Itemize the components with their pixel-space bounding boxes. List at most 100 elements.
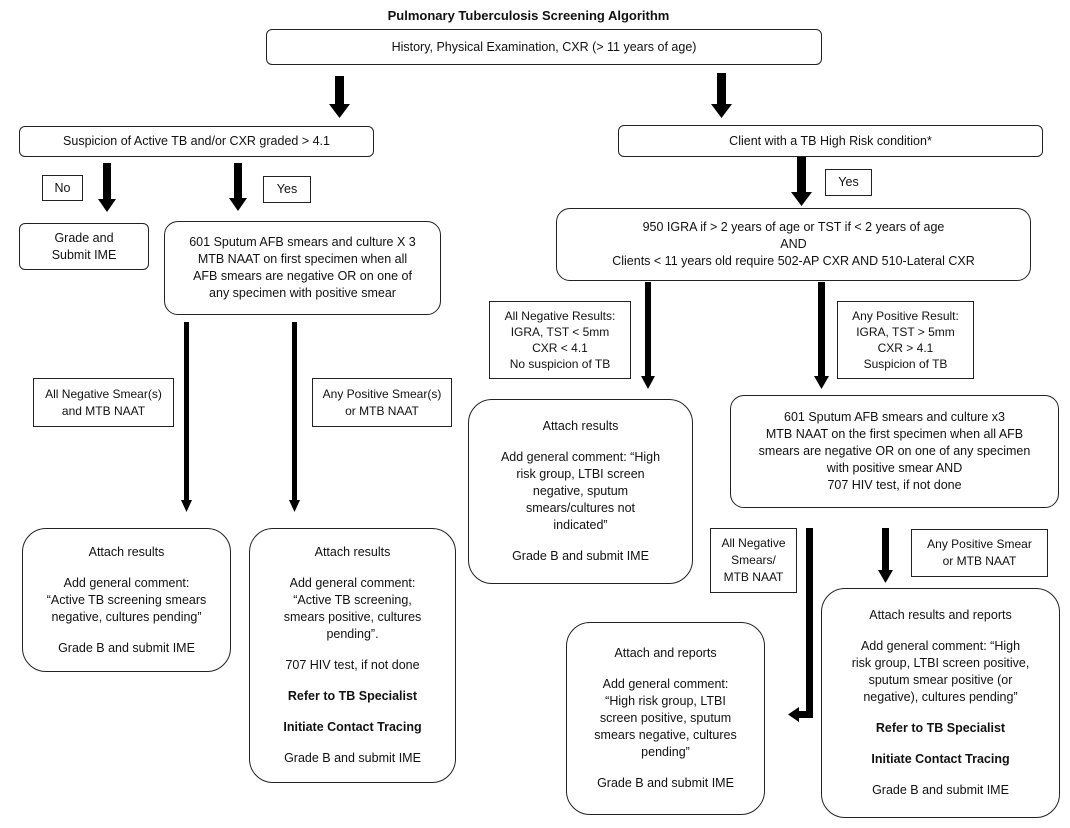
- arrow-no: [98, 163, 116, 212]
- left-neg-comment-3: negative, cultures pending”: [51, 609, 202, 624]
- igra-neg-grade: Grade B and submit IME: [512, 549, 649, 563]
- right-pos-smear-contact: Initiate Contact Tracing: [871, 752, 1010, 766]
- right-pos-smear-refer: Refer to TB Specialist: [875, 721, 1006, 735]
- right-pos-smear-comment-1: Add general comment: “High: [860, 639, 1021, 653]
- right-pos-smear-attach: Attach results and reports: [869, 608, 1012, 622]
- left-pos-result-box: Attach results Add general comment: “Act…: [249, 528, 456, 783]
- sputum-right-line-1: 601 Sputum AFB smears and culture x3: [784, 410, 1005, 424]
- right-neg-smear-label-3: MTB NAAT: [723, 570, 784, 584]
- right-neg-smear-comment-5: pending”: [641, 745, 690, 759]
- grade-line-2: Submit IME: [51, 247, 117, 262]
- left-pos-refer: Refer to TB Specialist: [287, 689, 418, 703]
- left-pos-label-1: Any Positive Smear(s): [322, 386, 442, 401]
- arrow-yes-left: [229, 163, 247, 211]
- arrow-yes-right: [791, 157, 812, 206]
- right-neg-smear-label-1: All Negative: [721, 536, 786, 550]
- igra-neg-label-4: No suspicion of TB: [509, 357, 611, 371]
- arrow-igra-pos: [814, 282, 829, 389]
- arrow-sputum-neg: [788, 528, 813, 722]
- right-neg-smear-label: All Negative Smears/ MTB NAAT: [710, 528, 797, 593]
- arrow-sputum-pos: [878, 528, 893, 583]
- igra-line-3: Clients < 11 years old require 502-AP CX…: [612, 254, 975, 268]
- right-pos-smear-label-2: or MTB NAAT: [942, 554, 1017, 568]
- left-neg-label: All Negative Smear(s) and MTB NAAT: [33, 378, 174, 427]
- igra-pos-label-4: Suspicion of TB: [863, 357, 948, 371]
- left-pos-label-2: or MTB NAAT: [345, 403, 419, 418]
- left-pos-label: Any Positive Smear(s) or MTB NAAT: [312, 378, 452, 427]
- page-title: Pulmonary Tuberculosis Screening Algorit…: [387, 8, 670, 23]
- right-neg-smear-label-2: Smears/: [731, 553, 776, 567]
- right-neg-smear-comment-4: smears negative, cultures: [594, 728, 737, 742]
- igra-neg-comment-2: risk group, LTBI screen: [516, 467, 645, 481]
- igra-neg-comment-3: negative, sputum: [532, 484, 629, 498]
- arrow-left-pos: [289, 322, 300, 512]
- left-pos-comment-4: pending”.: [326, 627, 379, 641]
- sputum-right-box: 601 Sputum AFB smears and culture x3 MTB…: [730, 395, 1059, 508]
- igra-line-1: 950 IGRA if > 2 years of age or TST if <…: [642, 220, 945, 234]
- igra-neg-comment-1: Add general comment: “High: [500, 450, 661, 464]
- right-neg-smear-comment-2: “High risk group, LTBI: [605, 694, 726, 708]
- yes-label-left-text: Yes: [276, 182, 298, 196]
- left-neg-label-2: and MTB NAAT: [61, 403, 146, 418]
- right-neg-smear-grade: Grade B and submit IME: [597, 776, 734, 790]
- left-pos-contact: Initiate Contact Tracing: [283, 720, 422, 734]
- right-pos-smear-label-1: Any Positive Smear: [927, 537, 1032, 551]
- left-neg-comment-1: Add general comment:: [63, 575, 190, 590]
- igra-pos-label-1: Any Positive Result:: [852, 309, 959, 323]
- right-pos-smear-comment-2: risk group, LTBI screen positive,: [851, 656, 1030, 670]
- left-neg-label-1: All Negative Smear(s): [45, 386, 162, 401]
- igra-box: 950 IGRA if > 2 years of age or TST if <…: [556, 208, 1031, 281]
- left-pos-comment-2: “Active TB screening,: [293, 593, 412, 607]
- igra-neg-label-1: All Negative Results:: [504, 309, 616, 323]
- left-neg-result-box: Attach results Add general comment: “Act…: [22, 528, 231, 672]
- igra-neg-comment-4: smears/cultures not: [525, 501, 636, 515]
- highrisk-text: Client with a TB High Risk condition*: [729, 133, 932, 148]
- sputum-left-line-3: AFB smears are negative OR on one of: [193, 269, 412, 283]
- right-pos-smear-comment-4: negative), cultures pending”: [863, 690, 1018, 704]
- sputum-right-line-5: 707 HIV test, if not done: [827, 478, 962, 492]
- igra-pos-label-3: CXR > 4.1: [877, 341, 934, 355]
- yes-label-left: Yes: [263, 176, 311, 203]
- right-pos-smear-result-box: Attach results and reports Add general c…: [821, 588, 1060, 818]
- sputum-left-box: 601 Sputum AFB smears and culture X 3 MT…: [164, 221, 441, 315]
- left-pos-attach: Attach results: [314, 545, 391, 559]
- left-pos-hiv: 707 HIV test, if not done: [285, 658, 420, 672]
- no-label: No: [42, 175, 83, 201]
- history-exam-text: History, Physical Examination, CXR (> 11…: [391, 39, 697, 54]
- no-label-text: No: [54, 180, 71, 195]
- sputum-right-line-2: MTB NAAT on the first specimen when all …: [765, 427, 1024, 441]
- left-pos-comment-1: Add general comment:: [289, 576, 416, 590]
- igra-line-2: AND: [780, 237, 807, 251]
- right-pos-smear-label: Any Positive Smear or MTB NAAT: [911, 529, 1048, 577]
- right-pos-smear-comment-3: sputum smear positive (or: [868, 673, 1013, 687]
- right-neg-smear-comment-3: screen positive, sputum: [599, 711, 732, 725]
- left-neg-attach: Attach results: [88, 544, 165, 559]
- sputum-right-line-4: with positive smear AND: [826, 461, 963, 475]
- right-neg-smear-result-box: Attach and reports Add general comment: …: [566, 622, 765, 815]
- igra-pos-label: Any Positive Result: IGRA, TST > 5mm CXR…: [837, 301, 974, 379]
- right-pos-smear-grade: Grade B and submit IME: [872, 783, 1009, 797]
- suspicion-text: Suspicion of Active TB and/or CXR graded…: [63, 134, 330, 148]
- arrow-left-neg: [181, 322, 192, 512]
- history-exam-box: History, Physical Examination, CXR (> 11…: [266, 29, 822, 65]
- igra-neg-label: All Negative Results: IGRA, TST < 5mm CX…: [489, 301, 631, 379]
- igra-neg-label-2: IGRA, TST < 5mm: [510, 325, 610, 339]
- igra-pos-label-2: IGRA, TST > 5mm: [856, 325, 955, 339]
- sputum-right-line-3: smears are negative OR on one of any spe…: [758, 444, 1031, 458]
- sputum-left-line-4: any specimen with positive smear: [209, 286, 396, 300]
- arrow-top-to-highrisk: [711, 73, 732, 118]
- igra-neg-result-box: Attach results Add general comment: “Hig…: [468, 399, 693, 584]
- sputum-left-line-1: 601 Sputum AFB smears and culture X 3: [189, 235, 416, 249]
- right-neg-smear-attach: Attach and reports: [614, 646, 717, 660]
- igra-neg-attach: Attach results: [542, 419, 619, 433]
- igra-neg-comment-5: indicated”: [553, 518, 608, 532]
- sputum-left-line-2: MTB NAAT on first specimen when all: [197, 252, 408, 266]
- arrow-top-to-suspicion: [329, 76, 350, 118]
- grade-line-1: Grade and: [54, 230, 114, 245]
- igra-neg-label-3: CXR < 4.1: [532, 341, 588, 355]
- yes-label-right-text: Yes: [838, 175, 859, 189]
- highrisk-box: Client with a TB High Risk condition*: [618, 125, 1043, 157]
- right-neg-smear-comment-1: Add general comment:: [602, 677, 729, 691]
- left-neg-comment-2: “Active TB screening smears: [46, 592, 207, 607]
